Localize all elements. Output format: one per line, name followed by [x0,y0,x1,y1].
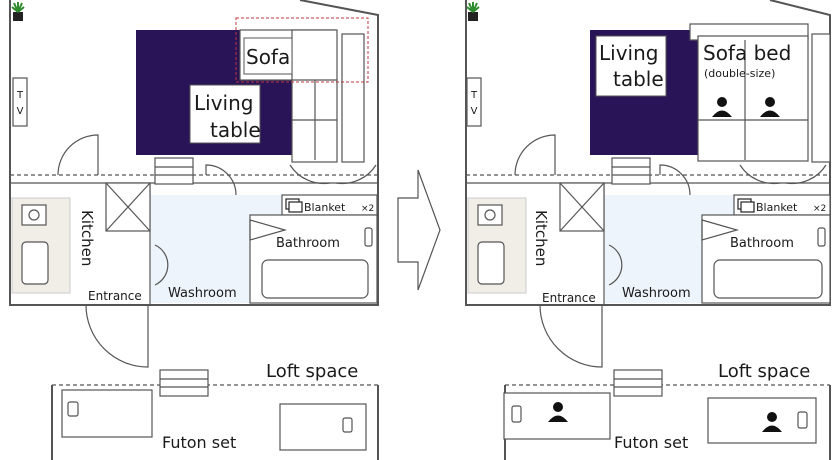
svg-text:V: V [471,106,478,117]
toilet [608,244,623,286]
bathroom-label: Bathroom [276,236,340,251]
sofa-bed-note: (double-size) [704,67,775,80]
ladder [154,157,194,185]
sink [477,241,505,285]
living-label: Living [194,91,253,115]
tv-label: T [16,90,24,101]
plan-before: T V Sofa Living table [9,0,379,460]
plant-icon [11,2,25,21]
person-icon [760,97,780,117]
ladder [611,157,651,185]
washroom-label: Washroom [168,286,237,301]
loft-label: Loft space [718,361,810,382]
svg-text:T: T [470,90,478,101]
toilet [154,244,169,286]
sofa-label: Sofa [246,45,290,69]
futon-label: Futon set [162,433,236,452]
svg-text:V: V [17,106,24,117]
stove [21,204,47,226]
blanket-count: ×2 [813,204,826,214]
blanket-icon [737,198,755,213]
person-icon [712,97,732,117]
bathtub [261,259,369,299]
washroom-label: Washroom [622,286,691,301]
blanket-label: Blanket [756,201,798,214]
futon-label: Futon set [614,433,688,452]
entrance-label: Entrance [88,289,142,303]
loft-label: Loft space [266,361,358,382]
arrow-icon [397,169,441,291]
tv [466,77,482,127]
blanket-label: Blanket [304,201,346,214]
bathtub [713,259,823,299]
blanket-count: ×2 [361,204,374,214]
bathroom-label: Bathroom [730,236,794,251]
sofa-highlight [235,17,369,83]
sofa-bed [689,23,831,163]
plant-icon [466,2,480,21]
loft-ladder [159,369,209,397]
fridge [559,182,605,232]
loft-ladder [613,369,663,397]
sink [21,241,49,285]
plan-after: T V Sofa bed (double-size) Living table [465,0,831,460]
kitchen-label: Kitchen [78,210,96,266]
kitchen-label: Kitchen [532,210,550,266]
futon-right [279,403,367,451]
blanket-icon [285,198,303,213]
entrance-label: Entrance [542,291,596,305]
person-icon [548,402,568,422]
person-icon [762,412,782,432]
stove [477,204,503,226]
table-label: table [210,118,261,142]
fridge [105,182,151,232]
living-label: Living [599,41,658,65]
table-label: table [613,67,664,91]
tv [12,77,28,127]
sofa-bed-label: Sofa bed [703,41,791,65]
